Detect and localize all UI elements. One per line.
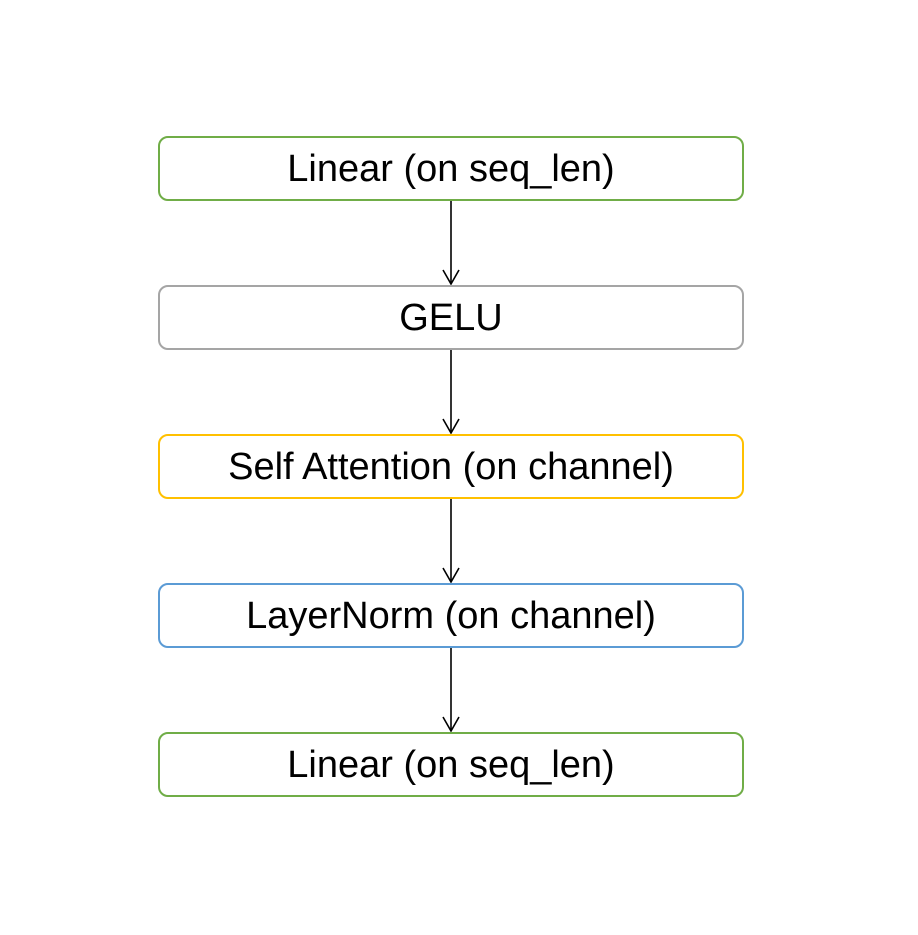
arrowhead-layernorm-to-linear [442, 716, 460, 733]
arrowhead-linear-to-gelu [442, 269, 460, 286]
node-label: Linear (on seq_len) [287, 147, 615, 190]
node-label: Linear (on seq_len) [287, 743, 615, 786]
linear-seq-len-node-top: Linear (on seq_len) [158, 136, 744, 201]
node-label: GELU [399, 296, 503, 339]
node-label: LayerNorm (on channel) [246, 594, 656, 637]
self-attention-node: Self Attention (on channel) [158, 434, 744, 499]
arrowhead-gelu-to-self-attention [442, 418, 460, 435]
node-label: Self Attention (on channel) [228, 445, 674, 488]
linear-seq-len-node-bottom: Linear (on seq_len) [158, 732, 744, 797]
gelu-node: GELU [158, 285, 744, 350]
layernorm-node: LayerNorm (on channel) [158, 583, 744, 648]
arrowhead-self-attention-to-layernorm [442, 567, 460, 584]
